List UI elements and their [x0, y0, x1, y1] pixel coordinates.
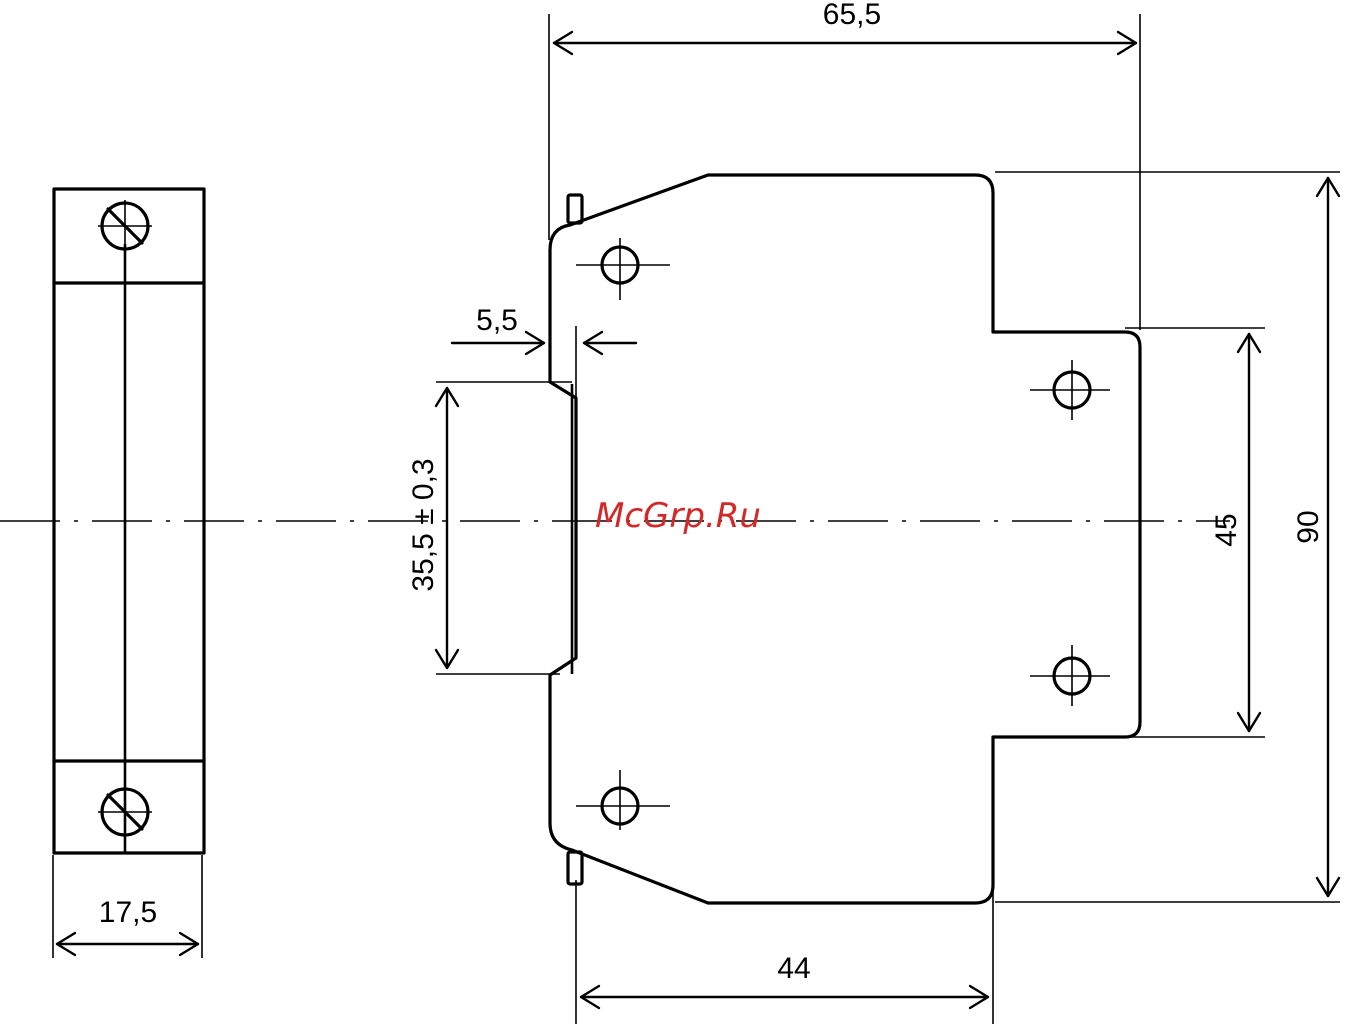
front-view: 17,5: [53, 189, 204, 958]
terminal-hole-icon: [576, 770, 670, 830]
width-dimension: 17,5: [53, 855, 202, 958]
side-view: [550, 175, 1140, 903]
front-height-dimension: 45: [1125, 328, 1265, 737]
top-screw-icon: [98, 200, 152, 252]
terminal-hole-icon: [576, 238, 670, 300]
terminal-hole-icon: [1030, 360, 1110, 420]
top-clip-tab: [568, 195, 582, 223]
rail-offset-dimension-label: 5,5: [476, 304, 518, 337]
watermark-text: McGrp.Ru: [595, 496, 761, 536]
width-dimension-label: 17,5: [99, 896, 157, 929]
rail-to-front-dimension-label: 44: [777, 952, 810, 985]
depth-dimension-label: 65,5: [823, 0, 881, 31]
rail-width-dimension: 35,5 ± 0,3: [407, 382, 572, 674]
rail-width-dimension-label: 35,5 ± 0,3: [407, 458, 440, 591]
rail-offset-dimension: 5,5: [452, 304, 636, 398]
depth-dimension: 65,5: [549, 0, 1140, 330]
side-view-outline: [550, 175, 1140, 903]
bottom-screw-icon: [98, 786, 152, 838]
front-height-dimension-label: 45: [1210, 513, 1243, 546]
total-height-dimension: 90: [995, 172, 1340, 902]
terminal-hole-icon: [1030, 645, 1110, 706]
bottom-clip-tab: [568, 852, 582, 884]
total-height-dimension-label: 90: [1292, 510, 1325, 543]
